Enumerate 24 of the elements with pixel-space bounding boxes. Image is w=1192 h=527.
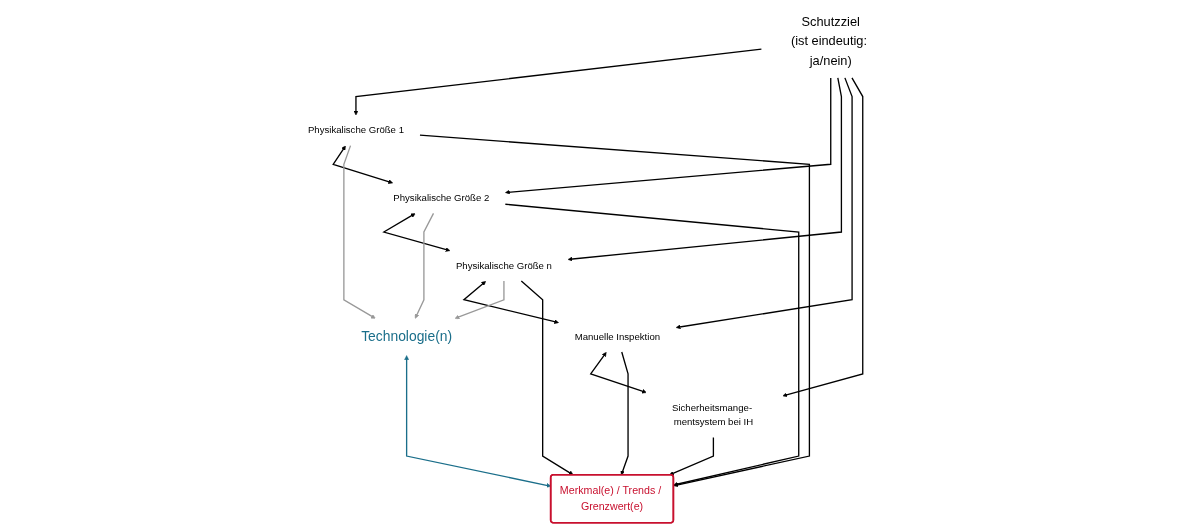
node-text: Physikalische Größe n: [455, 260, 552, 271]
arrow: [414, 212, 435, 319]
node-text: Manuelle Inspektion: [574, 331, 661, 342]
arrow: [620, 351, 629, 476]
node-text: Technologie(n): [361, 328, 453, 345]
arrow: [382, 213, 451, 252]
arrow: [669, 436, 715, 476]
arrow: [505, 77, 832, 195]
arrow: [675, 77, 853, 330]
arrow: [589, 352, 647, 394]
node-text: Sicherheitsmange- mentsystem bei IH: [672, 402, 754, 428]
node-text: Physikalische Größe 2: [393, 192, 490, 204]
arrow: [462, 281, 559, 324]
arrow: [567, 77, 843, 262]
arrow: [332, 145, 393, 184]
node-text: Schutzziel (ist eindeutig: ja/nein): [790, 14, 868, 68]
arrow: [504, 203, 800, 487]
arrow: [520, 280, 574, 476]
arrow: [343, 144, 376, 319]
node-text: Physikalische Größe 1: [307, 124, 404, 136]
arrow: [419, 134, 811, 488]
arrow: [353, 48, 763, 116]
arrow: [454, 280, 505, 320]
arrow: [782, 77, 864, 398]
